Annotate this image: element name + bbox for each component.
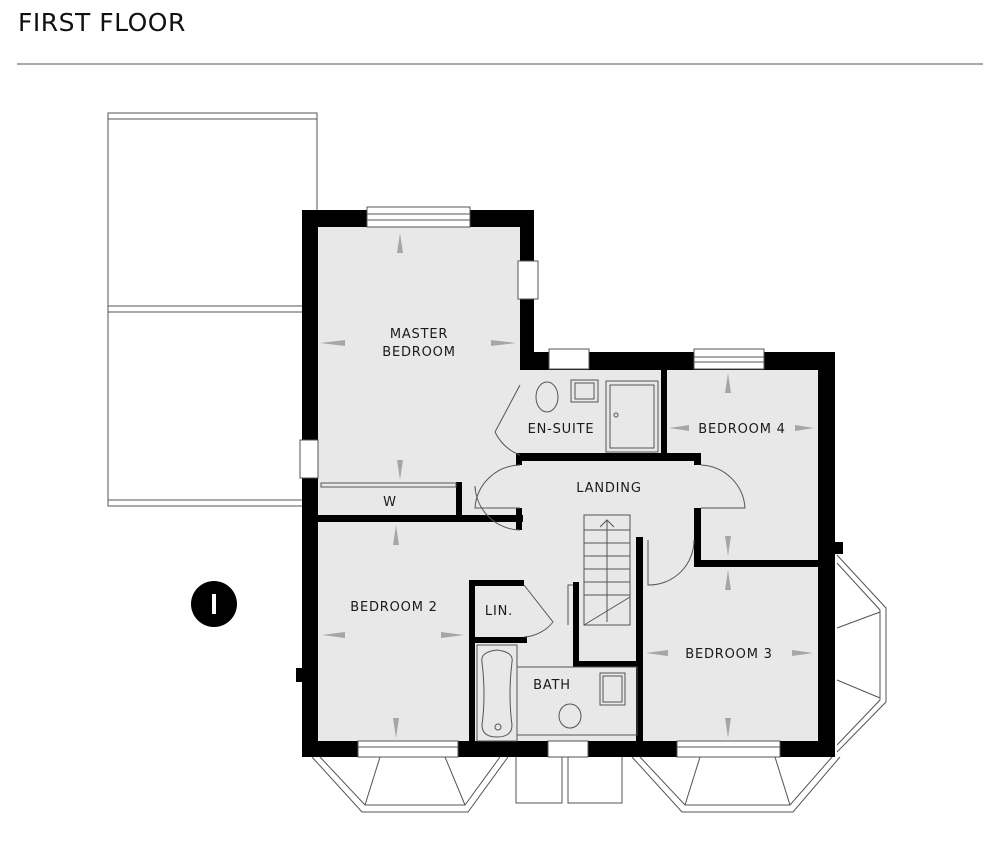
label-bath: BATH [533, 678, 571, 693]
view-arrows [320, 233, 814, 738]
fixtures [320, 379, 746, 742]
label-bedroom-4: BEDROOM 4 [698, 422, 785, 437]
label-landing: LANDING [576, 481, 641, 496]
label-wardrobe: W [383, 495, 397, 510]
garage-roof-outline [107, 112, 318, 507]
label-bedroom-2: BEDROOM 2 [350, 600, 437, 615]
label-master-line2: BEDROOM [382, 345, 455, 360]
label-master-line1: MASTER [390, 327, 448, 342]
windows [299, 206, 781, 758]
room-fills [318, 227, 820, 741]
label-linen: LIN. [485, 604, 513, 619]
bay-windows [311, 554, 887, 813]
room-labels: MASTER BEDROOM EN-SUITE BEDROOM 4 LANDIN… [350, 327, 785, 693]
page-title: FIRST FLOOR [18, 8, 186, 37]
label-ensuite: EN-SUITE [528, 422, 595, 437]
label-bedroom-3: BEDROOM 3 [685, 647, 772, 662]
floor-marker-badge [191, 581, 237, 627]
title-divider [17, 63, 983, 65]
